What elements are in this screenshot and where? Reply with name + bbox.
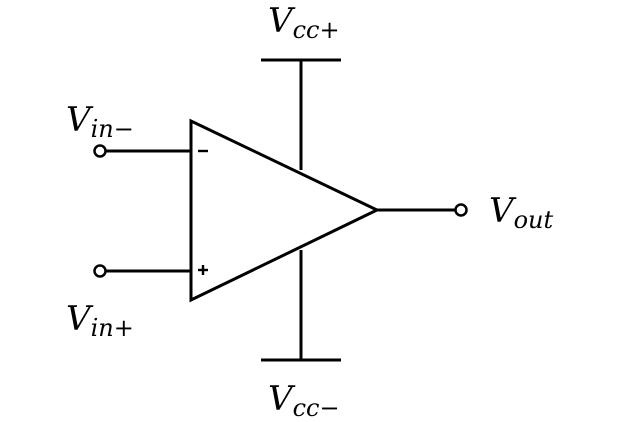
vout-label: Vout <box>489 191 553 234</box>
vin-plus-label: Vin+ <box>66 299 134 342</box>
vin-minus-label: Vin− <box>66 100 134 143</box>
vout-terminal <box>454 203 468 217</box>
vcc-plus-label: Vcc+ <box>268 1 340 44</box>
vin-minus-terminal <box>93 144 107 158</box>
vin-plus-terminal <box>93 264 107 278</box>
inverting-sign-text: - <box>203 155 204 157</box>
op-amp-triangle <box>189 118 381 303</box>
vcc-minus-label: Vcc− <box>268 379 340 422</box>
non-inverting-input-sign <box>198 265 208 275</box>
